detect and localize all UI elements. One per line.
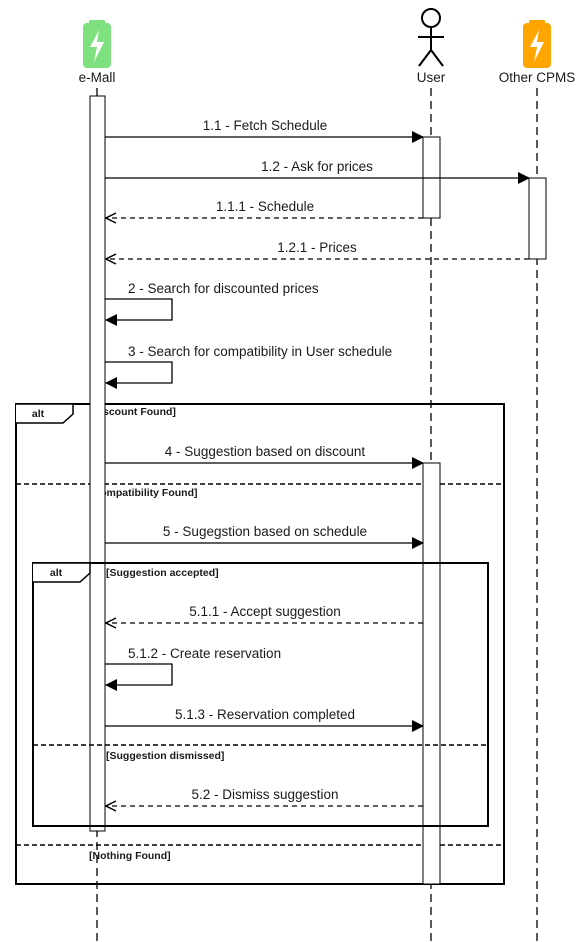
guard-suggestion-dismissed: [Suggestion dismissed]: [106, 750, 224, 762]
activation-bar-user: [422, 462, 441, 885]
message-schedule-return: 1.1.1 - Schedule: [106, 199, 423, 218]
svg-text:5.1.1 - Accept suggestion: 5.1.1 - Accept suggestion: [189, 604, 341, 619]
self-message-search-discounted: 2 - Search for discounted prices: [105, 281, 319, 326]
guard-nothing-found: [Nothing Found]: [89, 850, 171, 862]
participant-emall: e-Mall: [79, 20, 116, 85]
activation-bar-emall: [89, 95, 106, 832]
fragment-outer-alt: alt [Discount Found] [Compatibility Foun…: [15, 403, 505, 885]
svg-text:4 - Suggestion based on discou: 4 - Suggestion based on discount: [165, 444, 366, 459]
guard-discount-found: [Discount Found]: [89, 406, 176, 418]
svg-text:1.1.1 - Schedule: 1.1.1 - Schedule: [216, 199, 314, 214]
self-message-search-compatibility: 3 - Search for compatibility in User sch…: [105, 344, 392, 389]
message-reservation-completed: 5.1.3 - Reservation completed: [105, 707, 424, 732]
guard-compatibility-found: [Compatibility Found]: [89, 487, 197, 499]
svg-text:2 - Search for discounted pric: 2 - Search for discounted prices: [128, 281, 319, 296]
svg-text:1.1 - Fetch Schedule: 1.1 - Fetch Schedule: [203, 118, 328, 133]
svg-text:1.2.1 - Prices: 1.2.1 - Prices: [277, 240, 357, 255]
svg-text:5.1.3 - Reservation completed: 5.1.3 - Reservation completed: [175, 707, 355, 722]
participant-label-user: User: [417, 70, 446, 85]
message-accept-suggestion: 5.1.1 - Accept suggestion: [106, 604, 423, 623]
guard-suggestion-accepted: [Suggestion accepted]: [106, 567, 219, 579]
fragment-operator: alt: [32, 408, 45, 420]
message-ask-for-prices: 1.2 - Ask for prices: [105, 159, 530, 184]
activation-bar-other-cpms: [528, 177, 547, 260]
svg-text:5.1.2 - Create reservation: 5.1.2 - Create reservation: [128, 646, 281, 661]
fragment-operator: alt: [50, 567, 63, 579]
message-prices-return: 1.2.1 - Prices: [106, 240, 529, 259]
message-fetch-schedule: 1.1 - Fetch Schedule: [105, 118, 424, 143]
battery-charging-icon: [523, 20, 551, 68]
message-dismiss-suggestion: 5.2 - Dismiss suggestion: [106, 787, 423, 806]
participant-label-other-cpms: Other CPMS: [499, 70, 576, 85]
participant-other-cpms: Other CPMS: [499, 20, 576, 85]
message-suggestion-discount: 4 - Suggestion based on discount: [105, 444, 424, 469]
svg-text:5.2 - Dismiss suggestion: 5.2 - Dismiss suggestion: [191, 787, 338, 802]
self-message-create-reservation: 5.1.2 - Create reservation: [105, 646, 281, 691]
svg-text:5 - Sugegstion based on schedu: 5 - Sugegstion based on schedule: [163, 524, 367, 539]
fragment-inner-alt: alt [Suggestion accepted] [Suggestion di…: [32, 562, 489, 827]
svg-text:3 - Search for compatibility i: 3 - Search for compatibility in User sch…: [128, 344, 392, 359]
message-suggestion-schedule: 5 - Sugegstion based on schedule: [105, 524, 424, 549]
battery-charging-icon: [83, 20, 111, 68]
stick-figure-icon: [418, 8, 444, 67]
svg-text:1.2 - Ask for prices: 1.2 - Ask for prices: [261, 159, 373, 174]
participant-user: User: [417, 8, 446, 85]
participant-label-emall: e-Mall: [79, 70, 116, 85]
